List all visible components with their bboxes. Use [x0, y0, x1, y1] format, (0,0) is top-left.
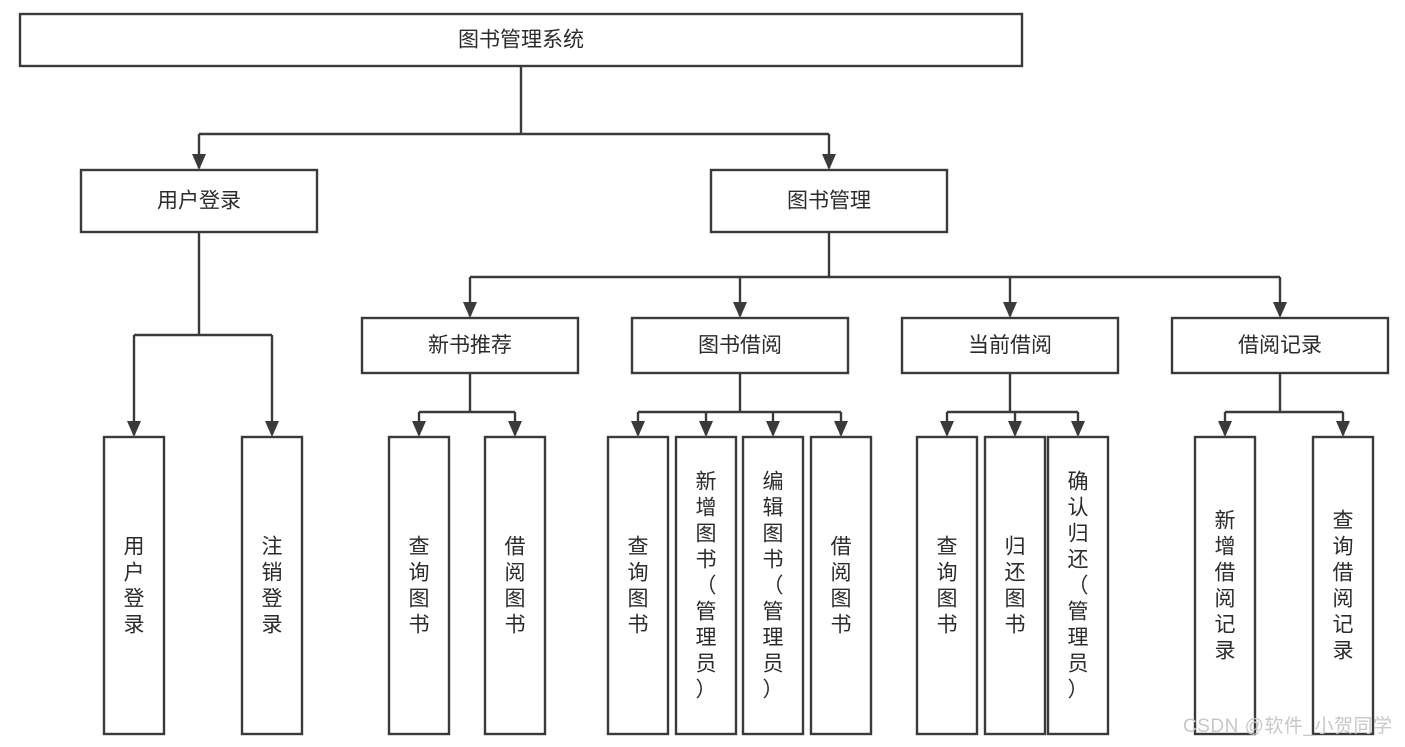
arrow-head-icon [1336, 421, 1350, 437]
node-box[interactable] [18, 12, 1024, 68]
arrow-head-icon [733, 302, 747, 318]
arrow-head-icon [508, 421, 522, 437]
arrow-head-icon [1008, 421, 1022, 437]
arrow-head-icon [412, 421, 426, 437]
node-leaf[interactable]: 用户登录 [102, 435, 166, 736]
node-box[interactable] [674, 435, 738, 736]
node-label: 图书管理 [787, 190, 871, 213]
node-label: 当前借阅 [968, 334, 1052, 357]
node-level2[interactable]: 图书管理 [709, 168, 949, 234]
node-leaf[interactable]: 新增借阅记录 [1193, 435, 1257, 736]
node-leaf[interactable]: 确认归还（管理员） [1046, 435, 1110, 736]
arrow-head-icon [192, 154, 206, 170]
node-root[interactable]: 图书管理系统 [18, 12, 1024, 68]
node-leaf[interactable]: 借阅图书 [483, 435, 547, 736]
node-box[interactable] [483, 435, 547, 736]
arrow-head-icon [766, 421, 780, 437]
node-label: 查询图书 [937, 536, 958, 637]
node-level3[interactable]: 借阅记录 [1170, 316, 1390, 375]
node-label: 查询借阅记录 [1333, 510, 1354, 663]
node-label: 用户登录 [124, 536, 145, 637]
node-box[interactable] [709, 168, 949, 234]
node-leaf[interactable]: 借阅图书 [809, 435, 873, 736]
arrow-head-icon [265, 421, 279, 437]
node-box[interactable] [630, 316, 850, 375]
arrow-head-icon [699, 421, 713, 437]
node-leaf[interactable]: 查询图书 [915, 435, 979, 736]
node-box[interactable] [900, 316, 1120, 375]
node-box[interactable] [741, 435, 805, 736]
node-box[interactable] [240, 435, 304, 736]
node-leaf[interactable]: 查询图书 [606, 435, 670, 736]
node-box[interactable] [1170, 316, 1390, 375]
node-label: 图书管理系统 [458, 29, 584, 52]
node-box[interactable] [809, 435, 873, 736]
node-label: 确认归还（管理员） [1068, 471, 1089, 702]
arrow-head-icon [1218, 421, 1232, 437]
node-leaf[interactable]: 归还图书 [983, 435, 1047, 736]
watermark-label: CSDN @软件_小贺同学 [1183, 716, 1393, 737]
arrow-head-icon [1273, 302, 1287, 318]
node-box[interactable] [1311, 435, 1375, 736]
node-label: 用户登录 [157, 190, 241, 213]
node-label: 查询图书 [628, 536, 649, 637]
node-label: 图书借阅 [698, 334, 782, 357]
node-box[interactable] [360, 316, 580, 375]
node-leaf[interactable]: 注销登录 [240, 435, 304, 736]
arrow-head-icon [631, 421, 645, 437]
node-box[interactable] [79, 168, 319, 234]
arrow-head-icon [463, 302, 477, 318]
node-leaf[interactable]: 查询借阅记录 [1311, 435, 1375, 736]
node-box[interactable] [387, 435, 451, 736]
arrow-head-icon [940, 421, 954, 437]
node-box[interactable] [915, 435, 979, 736]
connector-layer [127, 66, 1350, 437]
node-label: 借阅图书 [831, 536, 852, 637]
node-leaf[interactable]: 查询图书 [387, 435, 451, 736]
node-label: 借阅记录 [1238, 334, 1322, 357]
node-layer: 图书管理系统用户登录图书管理新书推荐图书借阅当前借阅借阅记录用户登录注销登录查询… [18, 12, 1390, 736]
arrow-head-icon [1071, 421, 1085, 437]
node-leaf[interactable]: 新增图书（管理员） [674, 435, 738, 736]
node-leaf[interactable]: 编辑图书（管理员） [741, 435, 805, 736]
node-label: 借阅图书 [505, 536, 526, 637]
node-label: 查询图书 [409, 536, 430, 637]
node-box[interactable] [1046, 435, 1110, 736]
node-label: 归还图书 [1005, 536, 1026, 637]
node-label: 新增图书（管理员） [696, 471, 717, 702]
arrow-head-icon [1003, 302, 1017, 318]
node-label: 注销登录 [262, 536, 283, 637]
node-level2[interactable]: 用户登录 [79, 168, 319, 234]
node-level3[interactable]: 新书推荐 [360, 316, 580, 375]
node-box[interactable] [1193, 435, 1257, 736]
arrow-head-icon [834, 421, 848, 437]
node-label: 新书推荐 [428, 334, 512, 357]
node-label: 编辑图书（管理员） [763, 471, 784, 702]
arrow-head-icon [127, 421, 141, 437]
node-box[interactable] [606, 435, 670, 736]
node-level3[interactable]: 图书借阅 [630, 316, 850, 375]
arrow-head-icon [822, 154, 836, 170]
node-box[interactable] [102, 435, 166, 736]
node-label: 新增借阅记录 [1215, 510, 1236, 663]
node-box[interactable] [983, 435, 1047, 736]
node-level3[interactable]: 当前借阅 [900, 316, 1120, 375]
